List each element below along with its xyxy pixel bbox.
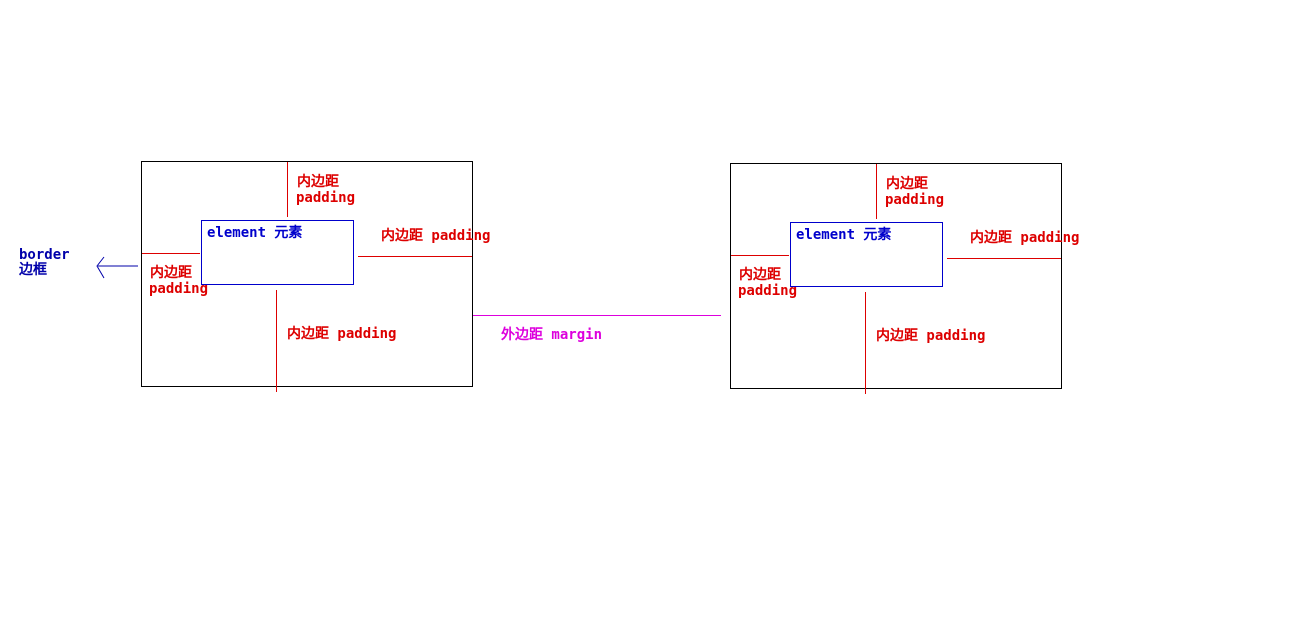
left-element-label: element 元素 bbox=[207, 224, 302, 241]
left-padding-top-label-cn: 内边距 bbox=[297, 173, 339, 190]
border-label-zh: 边框 bbox=[18, 261, 47, 278]
border-annotation: border 边框 bbox=[18, 247, 138, 279]
right-element-label: element 元素 bbox=[796, 226, 891, 243]
right-padding-bottom-label: 内边距 padding bbox=[876, 327, 985, 344]
right-padding-left-label-cn: 内边距 bbox=[739, 266, 781, 283]
margin-label: 外边距 margin bbox=[501, 326, 602, 343]
left-padding-left-label-cn: 内边距 bbox=[150, 264, 192, 281]
right-box-group: element 元素 内边距 padding 内边距 padding 内边距 p… bbox=[730, 163, 1079, 394]
right-padding-left-label-en: padding bbox=[738, 283, 797, 299]
left-padding-top-label-en: padding bbox=[296, 190, 355, 206]
right-padding-top-label-cn: 内边距 bbox=[886, 175, 928, 192]
right-padding-top-label-en: padding bbox=[885, 192, 944, 208]
left-outer-border-box bbox=[141, 161, 473, 387]
right-outer-border-box bbox=[730, 163, 1062, 389]
left-box-group: element 元素 内边距 padding 内边距 padding 内边距 p… bbox=[141, 161, 490, 392]
left-element-box bbox=[201, 220, 354, 285]
arrow-left-icon bbox=[96, 256, 138, 279]
border-label-en: border bbox=[19, 247, 70, 263]
left-padding-left-label-en: padding bbox=[149, 281, 208, 297]
margin-annotation: 外边距 margin bbox=[473, 315, 721, 343]
right-element-box bbox=[790, 222, 943, 287]
right-padding-right-label: 内边距 padding bbox=[970, 229, 1079, 246]
left-padding-right-label: 内边距 padding bbox=[381, 227, 490, 244]
left-padding-bottom-label: 内边距 padding bbox=[287, 325, 396, 342]
